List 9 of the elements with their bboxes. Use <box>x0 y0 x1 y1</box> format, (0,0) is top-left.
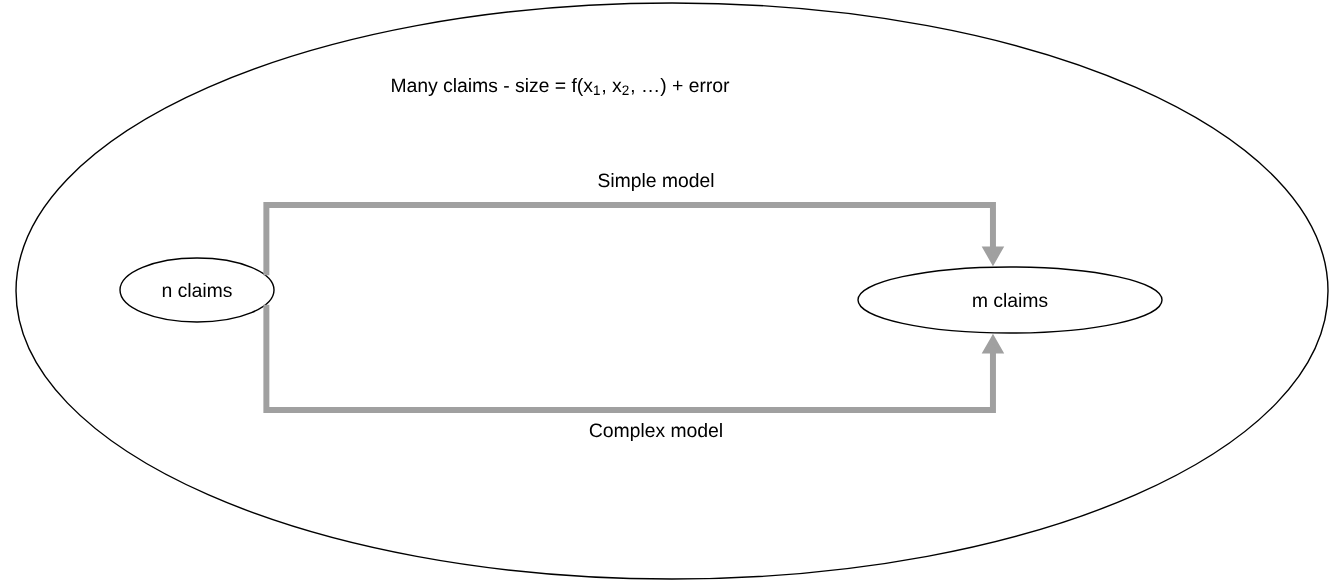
edge-label: Complex model <box>589 423 722 441</box>
node-label: n claims <box>162 282 232 298</box>
arrow <box>263 202 1005 276</box>
edge-label: Simple model <box>598 173 714 191</box>
outer-ellipse <box>15 2 1329 580</box>
ellipse-node <box>857 266 1163 334</box>
node-label: m claims <box>973 292 1048 308</box>
heading: Many claims - size = f(x$_{1}$, x$_{2}$, …) + error <box>392 78 730 96</box>
ellipse-node <box>119 257 275 323</box>
